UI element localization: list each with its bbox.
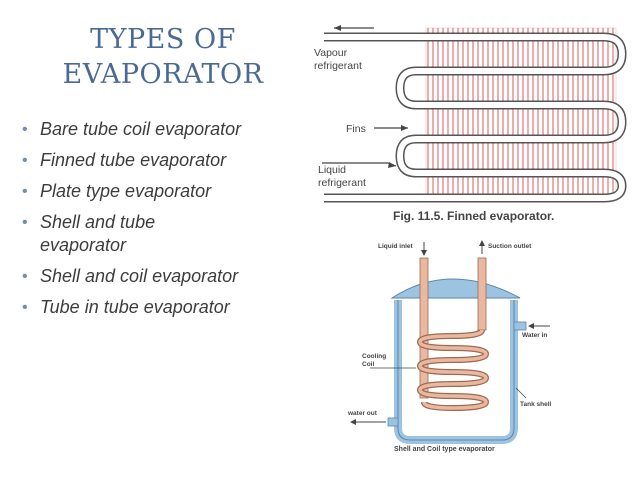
figure2-caption: Shell and Coil type evaporator (394, 446, 495, 453)
water-out-label: water out (347, 410, 378, 417)
bullet-dot-icon: • (22, 152, 28, 169)
vapour-label-2: refrigerant (314, 60, 362, 72)
bullet-item: • Shell and coil evaporator (22, 265, 312, 288)
water-out-pipe (387, 417, 399, 427)
bullet-item: • Bare tube coil evaporator (22, 118, 312, 141)
tank-shell-label: Tank shell (520, 401, 552, 408)
suction-outlet-label: Suction outlet (488, 243, 532, 250)
bullet-item: • Finned tube evaporator (22, 149, 312, 172)
fins-label: Fins (346, 123, 366, 135)
cooling-coil-label-1: Cooling (362, 353, 386, 360)
bullet-text: Bare tube coil evaporator (40, 119, 242, 139)
title-line-1: TYPES OF (90, 24, 236, 55)
bullet-text: Plate type evaporator (40, 181, 212, 201)
bullet-list: • Bare tube coil evaporator • Finned tube … (22, 118, 312, 327)
title-line-2: EVAPORATOR (62, 59, 264, 90)
bullet-text: Shell and tube evaporator (40, 212, 156, 255)
suction-outlet-tube (477, 257, 487, 331)
liquid-arrow-head-icon (388, 162, 396, 168)
bullet-text: Tube in tube evaporator (40, 297, 230, 317)
shell-coil-evaporator-figure: Liquid inlet Suction outlet Water in Coo… (340, 238, 572, 458)
liquid-label-1: Liquid (318, 164, 346, 176)
bullet-item: • Tube in tube evaporator (22, 296, 312, 319)
bullet-dot-icon: • (22, 214, 28, 231)
liquid-inlet-arrow-head-icon (421, 250, 427, 256)
liquid-label-2: refrigerant (318, 177, 366, 189)
tank-lid (390, 278, 521, 299)
figure1-caption: Fig. 11.5. Finned evaporator. (393, 209, 554, 223)
liquid-inlet-label: Liquid inlet (378, 243, 413, 250)
tube-inner (324, 34, 626, 201)
bullet-text: Shell and coil evaporator (40, 266, 239, 286)
slide-title: TYPES OF EVAPORATOR (44, 22, 282, 92)
bullet-item: • Plate type evaporator (22, 180, 312, 203)
vapour-label-1: Vapour (314, 47, 348, 59)
water-in-label: Water in (522, 332, 547, 339)
liquid-inlet-tube (419, 257, 429, 399)
tank-shell-edge (397, 300, 515, 441)
bullet-dot-icon: • (22, 183, 28, 200)
bullet-item: • Shell and tube evaporator (22, 211, 230, 257)
cooling-coil-inner (418, 329, 488, 410)
finned-evaporator-figure: Vapour refrigerant Fins Liquid refrigera… (304, 6, 638, 230)
shell-coil-diagram: Liquid inlet Suction outlet Water in Coo… (347, 240, 552, 453)
water-out-arrow-head-icon (350, 419, 356, 425)
cooling-coil-label-2: Coil (362, 361, 374, 368)
water-in-arrow-head-icon (528, 323, 534, 329)
bullet-dot-icon: • (22, 268, 28, 285)
suction-arrow-head-icon (479, 240, 485, 246)
vapour-arrow-head-icon (334, 25, 341, 31)
bullet-dot-icon: • (22, 121, 28, 138)
bullet-dot-icon: • (22, 299, 28, 316)
finned-evaporator-diagram: Vapour refrigerant Fins Liquid refrigera… (314, 25, 627, 223)
water-in-pipe (513, 321, 527, 331)
bullet-text: Finned tube evaporator (40, 150, 227, 170)
tank-shell-pointer (515, 387, 527, 399)
fins-arrow-head-icon (401, 125, 408, 131)
